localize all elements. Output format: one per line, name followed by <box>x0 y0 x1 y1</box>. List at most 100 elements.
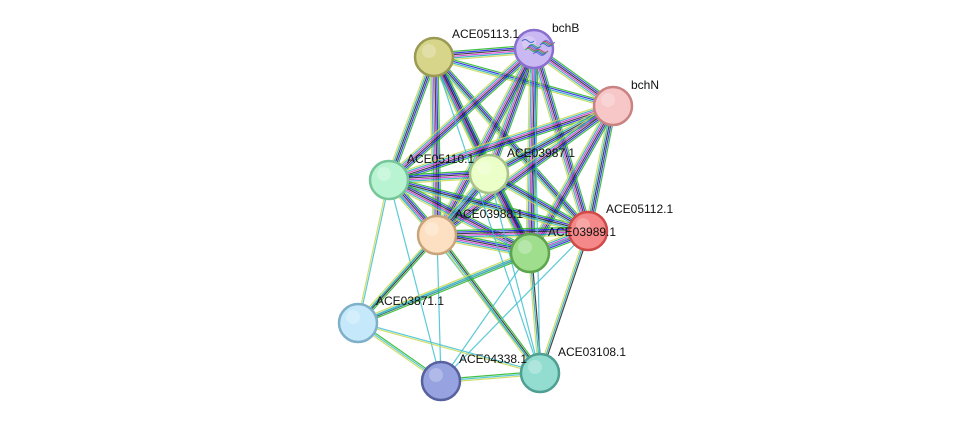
node-ace03871-1[interactable] <box>337 302 379 344</box>
edge-line-blue <box>490 49 537 176</box>
edge-line-black <box>389 106 614 182</box>
node-ace05112-1[interactable] <box>567 210 609 252</box>
node-bchb[interactable] <box>513 28 556 70</box>
edge-line-teal <box>487 104 613 174</box>
edge-line-yellow <box>434 236 539 375</box>
node-label-ace03871-1: ACE03871.1 <box>376 294 444 308</box>
node-ace03989-1[interactable] <box>509 232 551 274</box>
edge-line-blue <box>389 177 589 231</box>
edge-line-magenta <box>436 104 613 235</box>
edge-line-teal <box>539 230 589 374</box>
edge-line-cyan <box>440 230 589 382</box>
edge-ace05110-1-ace04338-1 <box>388 179 442 382</box>
node-highlight <box>377 167 391 181</box>
edge-bchb-ace05110-1 <box>385 45 538 184</box>
edge-ace05110-1-ace03871-1 <box>356 179 391 324</box>
node-highlight <box>477 161 491 175</box>
edge-bchn-ace03989-1 <box>525 103 618 256</box>
edge-line-yellow <box>356 179 389 323</box>
node-ace04338-1[interactable] <box>420 360 462 402</box>
node-highlight <box>601 93 615 107</box>
node-ace03988-1[interactable] <box>416 214 458 256</box>
edge-line-cyan <box>357 230 589 324</box>
node-ace05113-1[interactable] <box>413 36 455 78</box>
edge-ace05113-1-ace03989-1 <box>429 54 535 256</box>
edge-line-black <box>436 229 588 235</box>
edge-line-yellow <box>529 49 585 233</box>
edge-line-black <box>437 106 614 237</box>
edge-ace03988-1-ace04338-1 <box>436 234 442 382</box>
edge-line-cyan <box>433 56 541 374</box>
edge-line-black <box>534 48 590 231</box>
edge-line-magenta <box>435 48 534 235</box>
edge-ace05112-1-ace03108-1 <box>537 230 591 374</box>
node-label-ace05112-1: ACE05112.1 <box>606 202 673 216</box>
edge-line-green <box>391 51 538 184</box>
edge-line-teal <box>386 46 533 179</box>
edge-line-magenta <box>437 231 589 237</box>
edge-line-black <box>389 178 531 253</box>
edge-line-blue <box>389 57 437 181</box>
node-circle[interactable] <box>519 352 561 394</box>
node-ace05110-1[interactable] <box>368 159 410 201</box>
edge-ace03989-1-ace04338-1 <box>440 252 531 382</box>
edge-line-yellow <box>385 55 432 180</box>
edge-line-teal <box>388 180 588 234</box>
node-label-bchb: bchB <box>552 21 579 35</box>
edge-line-black <box>530 106 615 254</box>
edge-line-cyan <box>488 173 541 374</box>
edge-line-blue <box>588 106 616 232</box>
edge-line-magenta <box>388 47 534 180</box>
node-ace03108-1[interactable] <box>519 352 561 394</box>
edge-line-teal <box>434 47 533 235</box>
edge-line-green <box>437 54 535 252</box>
edge-line-green <box>358 254 532 326</box>
node-circle[interactable] <box>509 232 551 274</box>
edge-line-black <box>388 56 435 181</box>
edge-line-magenta <box>388 104 613 180</box>
edge-line-teal <box>387 181 530 256</box>
edge-line-green <box>590 106 617 232</box>
node-circle[interactable] <box>592 85 634 127</box>
edge-ace05113-1-ace05110-1 <box>385 55 438 182</box>
edge-ace05112-1-ace04338-1 <box>440 230 589 382</box>
node-label-ace05113-1: ACE05113.1 <box>452 27 519 41</box>
edge-ace05112-1-ace03871-1 <box>357 230 589 324</box>
node-label-ace03988-1: ACE03988.1 <box>455 207 523 221</box>
edge-line-black <box>388 179 589 232</box>
edge-line-black <box>540 231 591 374</box>
node-circle[interactable] <box>337 302 379 344</box>
node-circle[interactable] <box>368 159 410 201</box>
edge-line-black <box>437 234 542 373</box>
node-highlight <box>528 360 542 374</box>
edge-bchn-ace05112-1 <box>584 105 617 232</box>
edge-line-black <box>437 49 536 236</box>
node-circle[interactable] <box>420 360 462 402</box>
edge-line-teal <box>527 104 612 253</box>
node-label-bchn: bchN <box>631 78 659 92</box>
edge-line-cyan <box>533 48 541 374</box>
node-circle[interactable] <box>567 210 609 252</box>
node-highlight <box>429 368 443 382</box>
edge-line-cyan <box>440 252 531 382</box>
edge-line-teal <box>435 103 612 234</box>
node-label-ace03989-1: ACE03989.1 <box>548 225 616 239</box>
edge-line-blue <box>436 228 588 234</box>
edge-line-teal <box>435 235 540 374</box>
edge-line-black <box>587 105 614 232</box>
node-ace03987-1[interactable] <box>468 153 510 195</box>
node-highlight <box>518 240 532 254</box>
edge-line-yellow <box>537 230 588 373</box>
edge-line-blue <box>438 107 615 238</box>
node-highlight <box>576 218 590 232</box>
edge-line-cyan <box>436 234 442 382</box>
node-bchn[interactable] <box>592 85 634 127</box>
node-circle[interactable] <box>468 153 510 195</box>
edge-line-green <box>492 50 539 176</box>
node-circle[interactable] <box>413 36 455 78</box>
edge-line-blue <box>390 50 537 183</box>
edge-line-cyan <box>358 180 391 324</box>
node-circle[interactable] <box>416 214 458 256</box>
edge-line-yellow <box>487 102 612 172</box>
edge-line-green <box>389 176 589 229</box>
